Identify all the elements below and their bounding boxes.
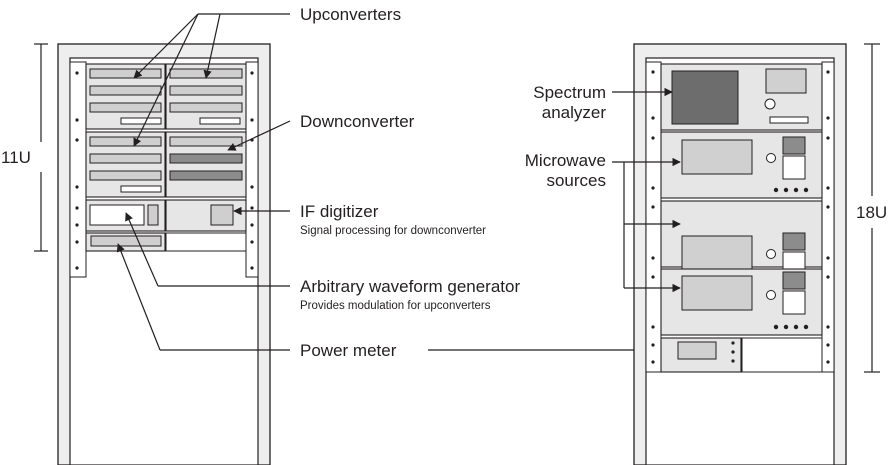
left-rack-rail-left [69, 61, 87, 278]
label-microwave-line2: sources [546, 171, 606, 190]
left-rack-dimension [34, 43, 48, 252]
label-power-meter: Power meter [300, 341, 397, 360]
if-digitizer-module [165, 199, 247, 232]
right-rack-rail-holes [651, 70, 830, 364]
label-downconverter: Downconverter [300, 112, 415, 131]
left-rack: 11U [1, 43, 271, 465]
microwave-source-1 [660, 131, 823, 199]
microwave-source-2 [660, 200, 823, 276]
label-awg: Arbitrary waveform generator [300, 277, 520, 296]
microwave-sources-callout [612, 157, 681, 293]
power-meter-module [85, 232, 247, 252]
label-if-digitizer-sub: Signal processing for downconverter [300, 225, 486, 237]
upconverter-module-lower [85, 131, 166, 198]
dimension-18u: 18U [856, 203, 887, 222]
dimension-11u: 11U [1, 148, 31, 167]
upconverter-module-left [85, 63, 166, 130]
upconverter-module-right [165, 63, 247, 130]
right-rack: 18U [633, 43, 887, 465]
spectrum-analyzer-unit [660, 63, 823, 131]
upconverters-callout [133, 13, 290, 147]
left-rack-rail-holes [75, 71, 254, 270]
label-upconverters: Upconverters [300, 5, 401, 24]
left-rack-rail-right [245, 61, 259, 278]
microwave-source-3 [660, 268, 823, 336]
power-meter-unit [660, 337, 823, 373]
awg-module [85, 199, 166, 232]
label-spectrum-line1: Spectrum [533, 83, 606, 102]
label-spectrum-line2: analyzer [542, 103, 607, 122]
label-if-digitizer: IF digitizer [300, 202, 379, 221]
right-rack-dimension [864, 43, 880, 373]
downconverter-module [165, 131, 247, 198]
power-meter-callout [116, 243, 661, 355]
label-awg-sub: Provides modulation for upconverters [300, 300, 491, 312]
downconverter-callout [227, 120, 291, 151]
label-microwave-line1: Microwave [525, 151, 606, 170]
awg-callout [125, 212, 290, 287]
